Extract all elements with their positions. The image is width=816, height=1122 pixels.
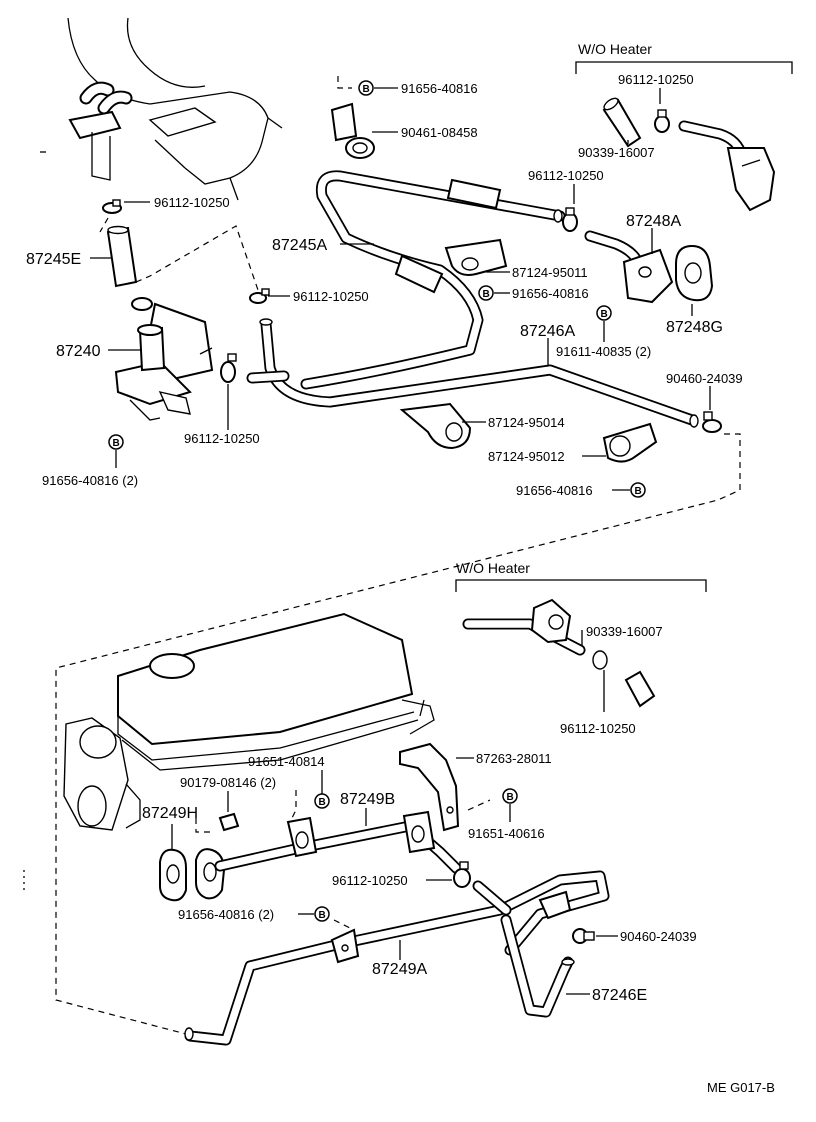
part-label-91651-40814: 91651-40814 [248, 754, 325, 769]
hose-clamp-90460-24039-b [572, 928, 595, 944]
section-bracket [455, 579, 707, 592]
part-label-87249H: 87249H [142, 805, 198, 822]
part-label-87248G: 87248G [666, 319, 723, 336]
part-label-91656-40816-2: 91656-40816 (2) [178, 907, 274, 922]
figure-code: ME G017-B [707, 1080, 775, 1095]
hose-clamp-96112-10250-a [102, 199, 122, 214]
part-label-87124-95011: 87124-95011 [512, 265, 588, 280]
part-label-87246E: 87246E [592, 987, 647, 1004]
part-label-87124-95012: 87124-95012 [488, 449, 565, 464]
gasket-87248G [675, 244, 714, 302]
svg-text:B: B [363, 84, 370, 95]
bolt-symbol: B [358, 80, 374, 96]
hose-clamp-96112-10250-d [562, 207, 578, 232]
connector-line [55, 433, 741, 1035]
part-label-90179-08146: 90179-08146 (2) [180, 775, 276, 790]
part-label-96112-10250: 96112-10250 [184, 431, 260, 446]
heater-unit-drawing [40, 17, 283, 201]
hose-clamp-96112-10250-w1 [654, 109, 670, 133]
svg-text:B: B [601, 309, 608, 320]
part-label-90460-24039: 90460-24039 [666, 371, 743, 386]
outlet-sketch-wo-heater [678, 120, 776, 212]
svg-text:B: B [319, 910, 326, 921]
hose-clamp-96112-10250-g [453, 861, 471, 888]
nut-90179-08146 [218, 812, 240, 832]
part-label-91611-40835: 91611-40835 (2) [556, 344, 651, 359]
engine-block-drawing [63, 612, 435, 831]
part-label-87249A: 87249A [372, 961, 427, 978]
part-label-91656-40816: 91656-40816 [512, 286, 589, 301]
part-label-91651-40616: 91651-40616 [468, 826, 545, 841]
pipe-87249A [184, 870, 610, 1046]
part-label-96112-10250: 96112-10250 [293, 289, 369, 304]
part-label-87246A: 87246A [520, 323, 575, 340]
part-label-96112-10250: 96112-10250 [154, 195, 230, 210]
part-label-87240: 87240 [56, 343, 101, 360]
plug-90339-16007-a [602, 97, 642, 148]
heater-valve-87240 [114, 297, 214, 421]
part-label-96112-10250: 96112-10250 [528, 168, 604, 183]
bracket-87124-95012 [602, 422, 658, 463]
part-label-90339-16007: 90339-16007 [578, 145, 655, 160]
pipe-87246A [246, 318, 699, 428]
hose-clamp-90460-24039-a [702, 411, 722, 433]
svg-text:B: B [635, 486, 642, 497]
pipe-87249B [214, 810, 462, 874]
part-label-87245A: 87245A [272, 237, 327, 254]
bracket-87263-28011 [399, 742, 460, 832]
hose-87245E [106, 225, 138, 288]
section-title-wo-heater: W/O Heater [456, 560, 530, 576]
part-label-90461-08458: 90461-08458 [401, 125, 478, 140]
bolt-symbol: B [502, 788, 518, 804]
svg-text:B: B [507, 792, 514, 803]
part-label-91656-40816: 91656-40816 [401, 81, 478, 96]
bracket-90461-08458 [330, 102, 375, 159]
part-label-87245E: 87245E [26, 251, 81, 268]
bracket-87124-95011 [444, 238, 508, 276]
part-label-96112-10250: 96112-10250 [332, 873, 408, 888]
hose-clamp-96112-10250-e [220, 353, 237, 383]
part-label-87263-28011: 87263-28011 [476, 751, 552, 766]
part-label-91656-40816-2: 91656-40816 (2) [42, 473, 138, 488]
bolt-symbol: B [478, 285, 494, 301]
hose-87245A [300, 170, 566, 390]
section-title-wo-heater: W/O Heater [578, 41, 652, 57]
part-label-91656-40816: 91656-40816 [516, 483, 593, 498]
svg-text:B: B [483, 289, 490, 300]
pipe-87246E [500, 914, 575, 1018]
svg-text:B: B [319, 797, 326, 808]
bolt-symbol: B [314, 906, 330, 922]
bolt-symbol: B [314, 793, 330, 809]
section-bracket [575, 61, 793, 74]
svg-text:B: B [113, 438, 120, 449]
part-label-87248A: 87248A [626, 213, 681, 230]
bolt-symbol: B [596, 305, 612, 321]
bracket-87124-95014 [399, 402, 472, 450]
bolt-symbol: B [108, 434, 124, 450]
water-outlet-87248A [584, 230, 674, 304]
gasket-87249H [159, 848, 226, 902]
part-label-96112-10250: 96112-10250 [618, 72, 694, 87]
part-label-87124-95014: 87124-95014 [488, 415, 565, 430]
part-label-87249B: 87249B [340, 791, 395, 808]
hose-clamp-96112-10250-b [249, 288, 270, 304]
part-label-90460-24039: 90460-24039 [620, 929, 697, 944]
bolt-symbol: B [630, 482, 646, 498]
part-label-96112-10250: 96112-10250 [560, 721, 636, 736]
part-label-90339-16007: 90339-16007 [586, 624, 663, 639]
bypass-sketch-wo-heater [462, 598, 656, 708]
